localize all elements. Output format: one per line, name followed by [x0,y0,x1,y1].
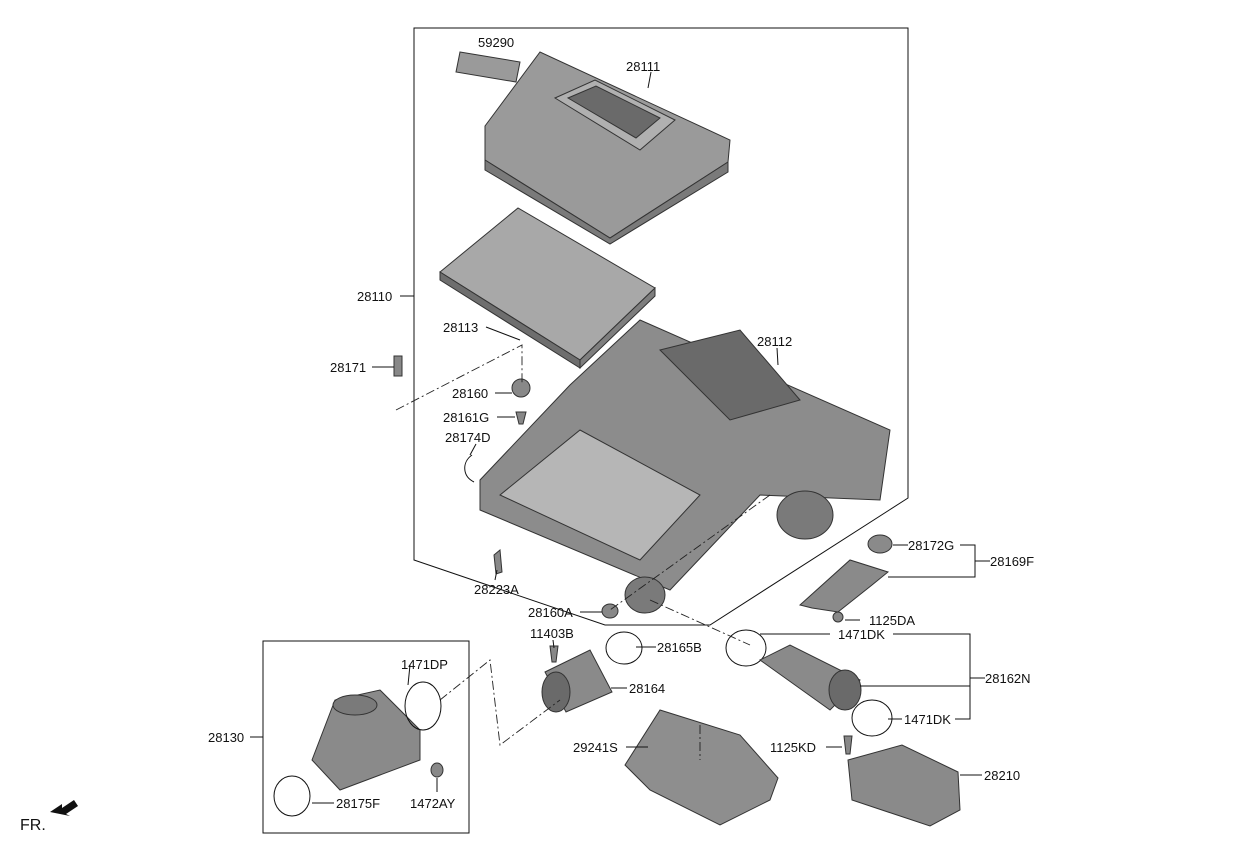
part-11403B-screw [549,645,559,663]
part-28169F-bracket [798,559,890,613]
label-11403B: 11403B [530,626,574,641]
label-28112: 28112 [757,334,792,349]
label-28171: 28171 [330,360,366,375]
label-28174D: 28174D [445,430,491,445]
label-1471DK-bottom: 1471DK [904,712,951,727]
part-28172G-cap [867,534,893,554]
label-1125KD: 1125KD [770,740,816,755]
part-1472AY-clamp [430,762,444,778]
part-28160-grommet [511,378,531,398]
label-28210: 28210 [984,768,1020,783]
leader-lines [250,71,990,804]
part-28112-housing [479,319,891,614]
label-28113: 28113 [443,320,478,335]
part-1471DK-bottom-clamp [851,699,893,737]
label-28165B: 28165B [657,640,702,655]
part-28174D-clip [464,454,475,483]
assembly-outline-28110 [413,27,909,626]
part-1471DK-top-clamp [725,629,767,667]
label-1472AY: 1472AY [410,796,456,811]
part-28113-filter [439,207,656,370]
label-28161G: 28161G [443,410,489,425]
part-28111-cover [484,51,731,245]
label-1471DK-top: 1471DK [838,627,885,642]
label-28169F: 28169F [990,554,1034,569]
label-28223A: 28223A [474,582,519,597]
label-28130: 28130 [208,730,244,745]
label-29241S: 29241S [573,740,618,755]
label-28172G: 28172G [908,538,954,553]
label-59290: 59290 [478,35,514,50]
label-28164: 28164 [629,681,665,696]
part-59290-sticker [455,51,521,83]
label-28111: 28111 [626,59,660,74]
alignment-dashes [395,344,771,760]
label-28160A: 28160A [528,605,573,620]
part-28162N-hose [759,644,862,711]
part-1125DA-bolt [832,611,844,623]
part-28175F-clamp [273,775,311,817]
part-28165B-oring [605,631,643,665]
part-28223A-clip [493,549,503,575]
label-28110: 28110 [357,289,392,304]
label-1471DP: 1471DP [401,657,448,672]
label-28162N: 28162N [985,671,1031,686]
part-1125KD-bolt [843,735,853,755]
part-28130-throttle-assy [311,689,421,791]
part-28171-bolt [393,355,403,377]
label-28160: 28160 [452,386,488,401]
label-28175F: 28175F [336,796,380,811]
label-1125DA: 1125DA [869,613,915,628]
part-28164-sensor-housing [541,649,613,713]
front-direction-arrow-icon [50,800,78,816]
part-28210-guide [847,744,961,827]
part-28161G-pin [515,411,527,425]
front-direction-label: FR. [20,817,46,834]
part-1471DP-clamp [404,681,442,731]
part-29241S-duct [624,709,779,826]
